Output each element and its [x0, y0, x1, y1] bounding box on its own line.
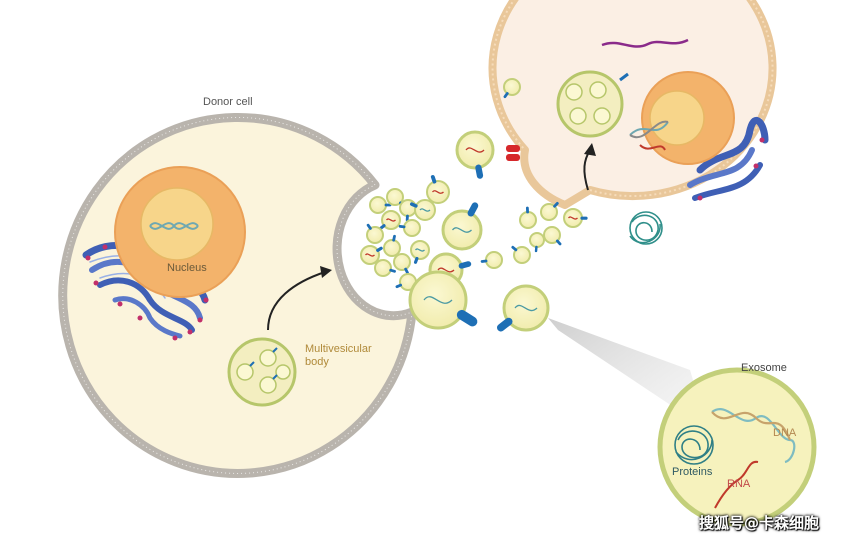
surface-receptor-icon	[404, 267, 409, 275]
surface-receptor-icon	[366, 223, 372, 230]
exosome-vesicle	[393, 253, 411, 271]
exosome-vesicle	[403, 219, 421, 237]
surface-receptor-icon	[555, 239, 562, 246]
donor-cell	[58, 113, 417, 478]
surface-receptor-icon	[392, 234, 396, 242]
cargo-strand-icon	[414, 248, 425, 252]
exosome-vesicle	[383, 239, 401, 257]
cargo-strand-icon	[385, 218, 396, 222]
cargo-strand-icon	[451, 227, 472, 233]
donor-dna-icon	[149, 222, 199, 230]
exosome-vesicle	[513, 246, 531, 264]
recipient-dna-icon	[629, 120, 669, 151]
magnification-beam	[548, 318, 708, 430]
enlarged-protein-icon	[674, 425, 714, 465]
recipient-nucleolus	[649, 90, 705, 146]
secretion-arrow	[267, 271, 326, 331]
exosome-label: Exosome	[741, 362, 787, 374]
surface-receptor-icon	[413, 256, 419, 264]
cargo-strand-icon	[364, 253, 375, 257]
surface-receptor-icon	[395, 283, 403, 289]
recipient-er	[687, 116, 769, 201]
enlarged-dna-icon	[711, 408, 796, 464]
enlarged-exosome	[657, 367, 817, 527]
secretion-arrow-head	[320, 266, 332, 278]
exosome-vesicle	[399, 199, 417, 217]
proteins-label: Proteins	[672, 466, 713, 478]
surface-receptor-icon	[511, 245, 518, 252]
cargo-strand-icon	[437, 267, 455, 273]
surface-receptor-icon	[458, 261, 472, 269]
surface-receptor-icon	[410, 202, 418, 208]
multivesicular-body-icon	[227, 337, 297, 407]
dna-label: DNA	[773, 427, 797, 439]
receptor-binding-icon	[506, 145, 520, 161]
multivesicular-body-label: Multivesicular body	[305, 343, 372, 368]
surface-receptor-icon	[467, 202, 479, 217]
exosome-vesicle	[540, 203, 558, 221]
recipient-rna-strand	[601, 38, 689, 48]
surface-receptor-icon	[503, 92, 509, 99]
protein-tangle-icon	[629, 211, 663, 245]
surface-receptor-icon	[497, 317, 513, 332]
rna-label: RNA	[727, 478, 751, 490]
cargo-strand-icon	[423, 296, 453, 304]
enlarged-rna-strand	[714, 460, 759, 509]
exosome-vesicle	[366, 226, 384, 244]
exosome-vesicle	[485, 251, 503, 269]
cargo-strand-icon	[514, 304, 538, 312]
cargo-strand-icon	[419, 208, 431, 212]
surface-receptor-icon	[430, 174, 437, 184]
cargo-strand-icon	[567, 216, 578, 220]
recipient-endosome-icon	[556, 70, 629, 138]
surface-receptor-icon	[389, 268, 396, 273]
exosome-vesicle	[374, 259, 392, 277]
recipient-cell	[488, 0, 777, 245]
exosome-vesicle	[386, 188, 404, 206]
surface-receptor-icon	[553, 201, 559, 208]
exosome-vesicle	[529, 232, 545, 248]
exosome-vesicle	[543, 226, 561, 244]
uptake-arrow-head	[584, 143, 596, 156]
exosome-vesicle	[503, 78, 521, 96]
cargo-strand-icon	[431, 190, 444, 194]
surface-receptor-icon	[475, 164, 484, 179]
surface-receptor-icon	[376, 246, 383, 252]
exosome-vesicles	[360, 78, 588, 332]
exosome-vesicle	[519, 211, 537, 229]
exosome-vesicle	[369, 196, 387, 214]
nucleus-label: Nucleus	[167, 262, 207, 274]
donor-cell-membrane	[58, 113, 417, 478]
watermark: 搜狐号@卡森细胞	[699, 514, 820, 532]
cargo-strand-icon	[465, 147, 485, 153]
surface-receptor-icon	[379, 224, 386, 230]
donor-cell-label: Donor cell	[203, 96, 253, 108]
surface-receptor-icon	[398, 224, 406, 229]
surface-receptor-icon	[456, 309, 478, 327]
